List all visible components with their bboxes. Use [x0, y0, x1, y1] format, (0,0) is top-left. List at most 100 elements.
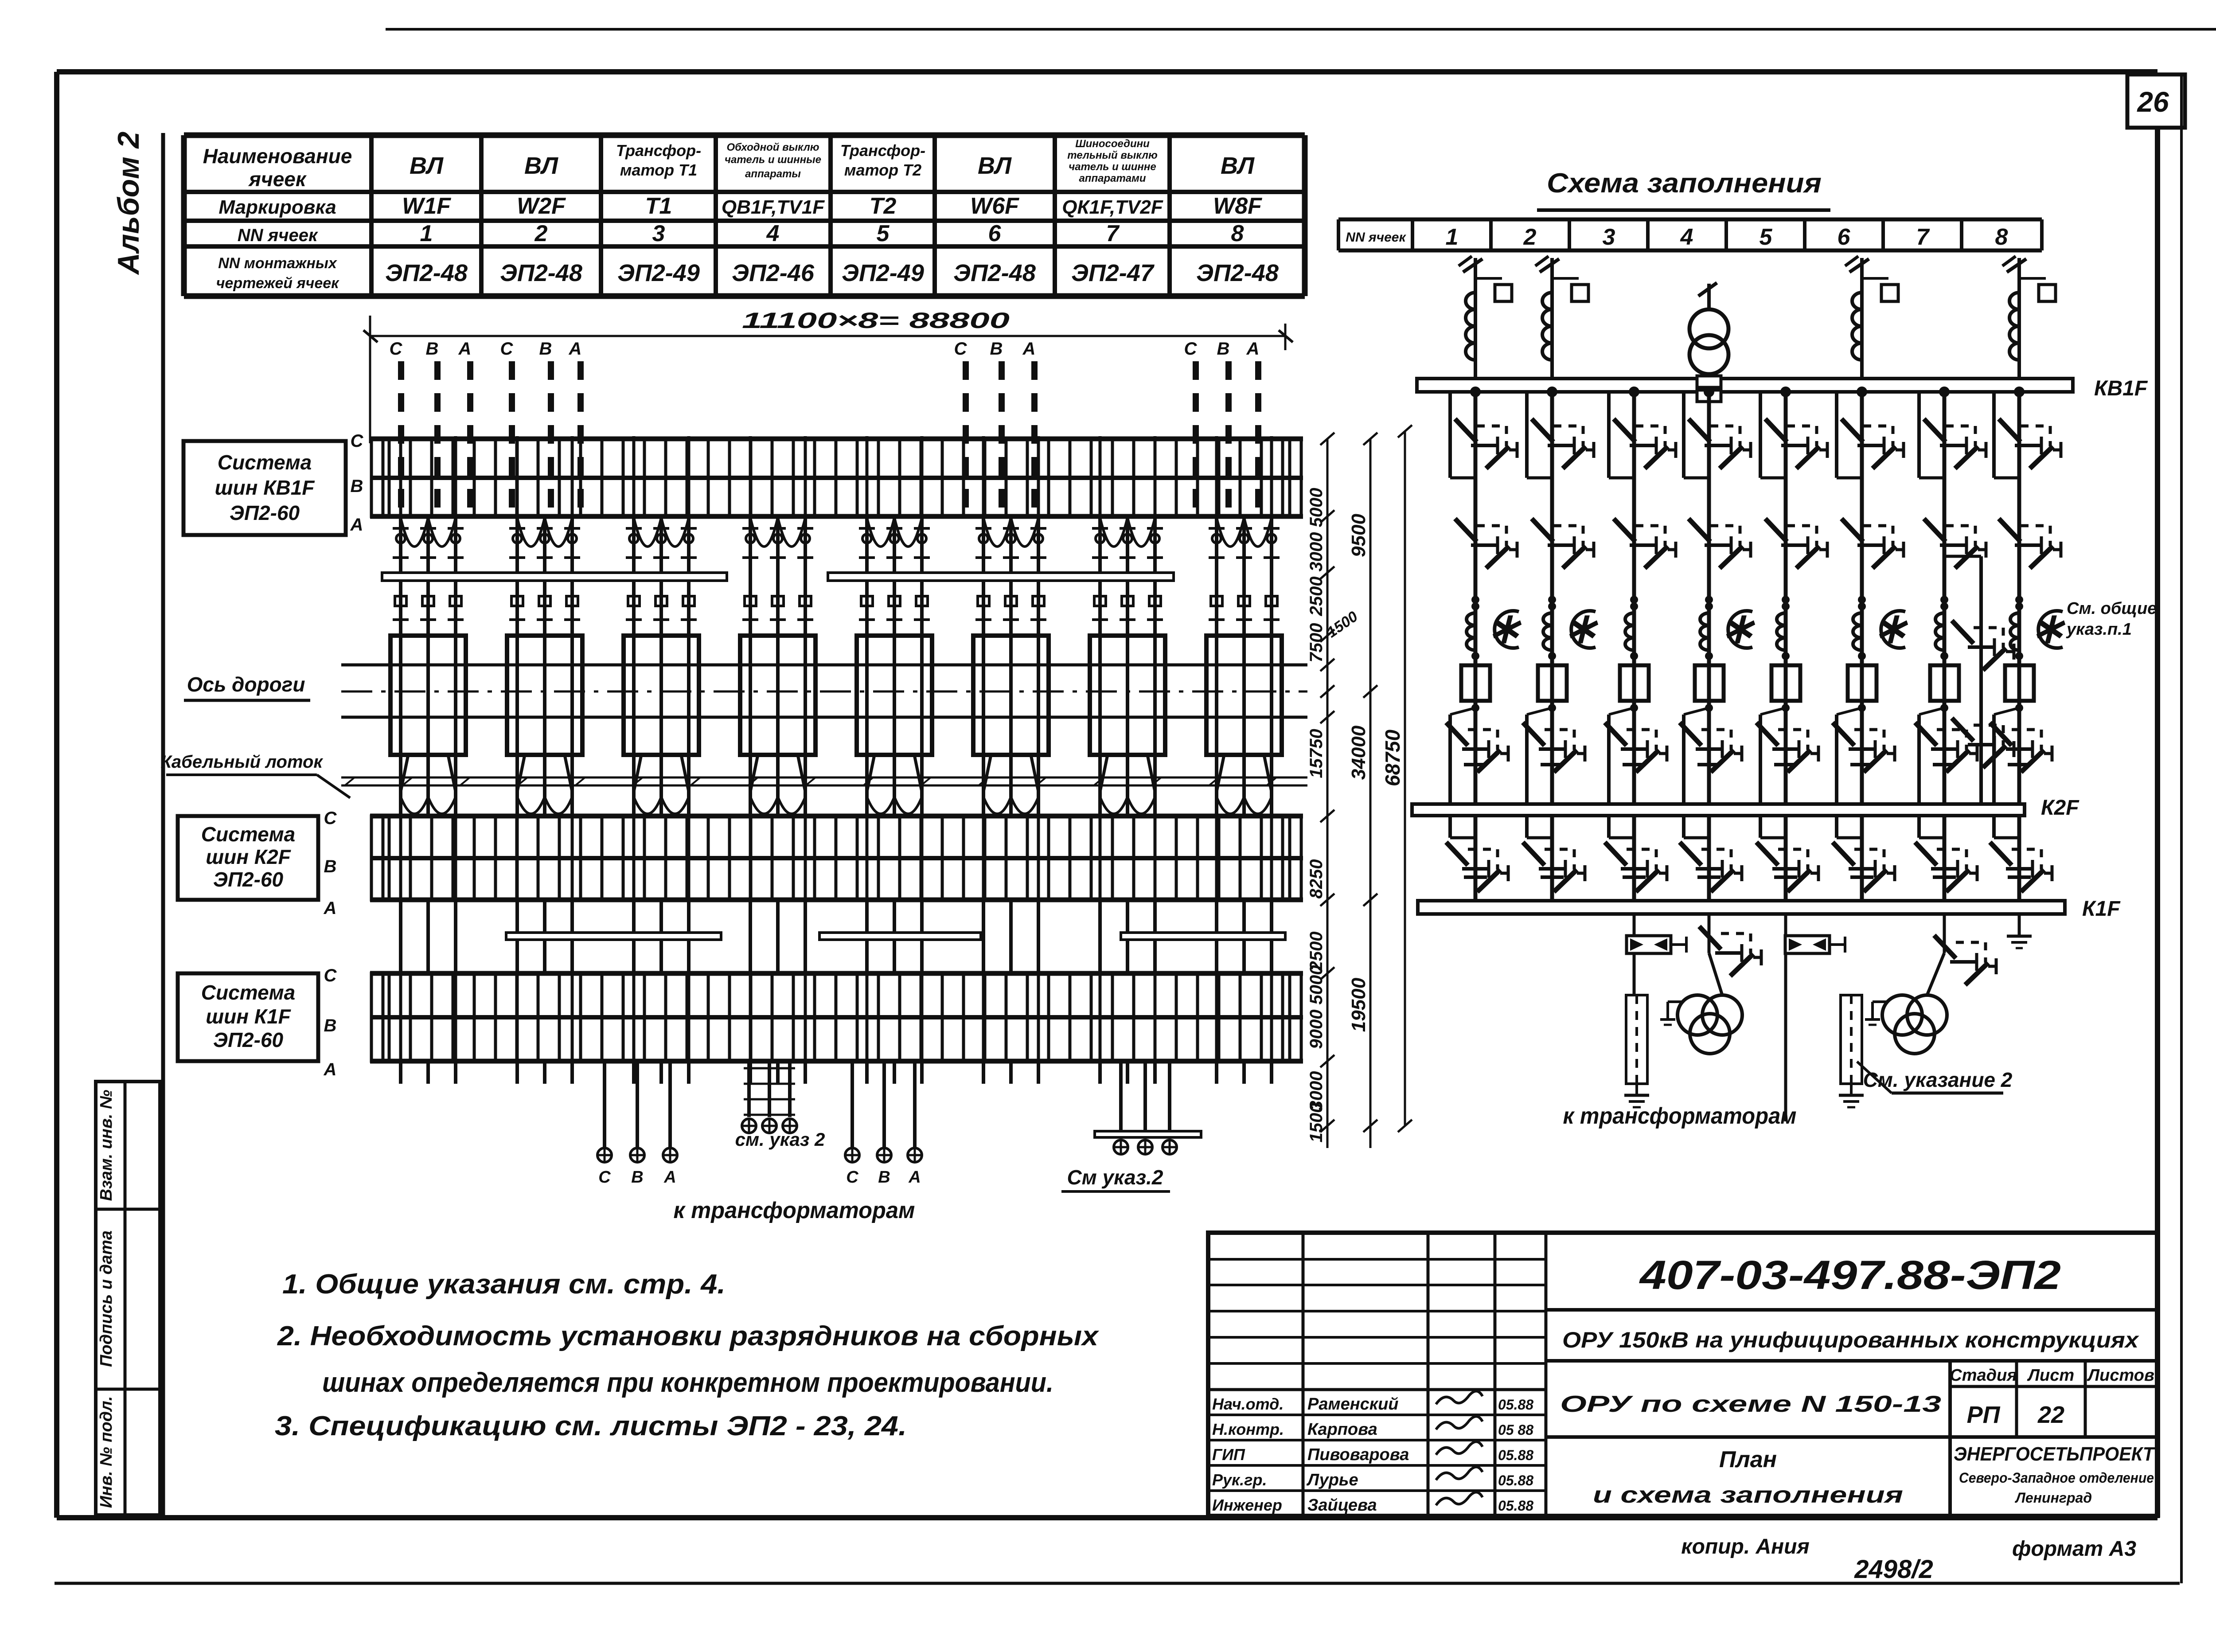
svg-text:В: В — [426, 339, 439, 359]
svg-text:68750: 68750 — [1381, 730, 1404, 786]
svg-text:NN ячеек: NN ячеек — [238, 226, 318, 245]
svg-text:В: В — [878, 1168, 890, 1187]
svg-text:указ.п.1: указ.п.1 — [2066, 620, 2132, 639]
svg-text:8: 8 — [1231, 221, 1244, 246]
svg-text:3000: 3000 — [1307, 1071, 1326, 1111]
svg-text:С: С — [351, 431, 364, 451]
svg-text:В: В — [1217, 339, 1230, 359]
svg-text:А: А — [1022, 339, 1036, 359]
svg-text:и схема заполнения: и схема заполнения — [1593, 1482, 1903, 1508]
svg-text:3. Спецификацию см. листы: 3. Спецификацию см. листы ЭП2 - 23, 24. — [275, 1411, 907, 1441]
svg-text:Ось дороги: Ось дороги — [187, 673, 305, 696]
svg-text:15750: 15750 — [1307, 729, 1326, 778]
svg-text:шин К1F: шин К1F — [206, 1005, 291, 1028]
svg-text:Стадия: Стадия — [1950, 1366, 2017, 1385]
svg-text:34000: 34000 — [1348, 725, 1369, 780]
svg-text:05 88: 05 88 — [1498, 1422, 1533, 1438]
svg-text:W2F: W2F — [517, 193, 566, 219]
svg-text:Т1: Т1 — [645, 193, 672, 219]
svg-text:А: А — [908, 1168, 921, 1187]
svg-text:А: А — [569, 339, 582, 359]
svg-text:3: 3 — [652, 221, 665, 246]
svg-text:2498/2: 2498/2 — [1854, 1555, 1933, 1584]
svg-text:шинах определяется при конк: шинах определяется при конкретном проект… — [322, 1367, 1053, 1398]
svg-text:6: 6 — [988, 221, 1002, 246]
svg-text:W1F: W1F — [402, 193, 451, 219]
svg-text:QB1F,ТV1F: QB1F,ТV1F — [722, 196, 825, 218]
svg-text:ЭП2-60: ЭП2-60 — [230, 501, 300, 524]
svg-text:Альбом 2: Альбом 2 — [112, 132, 145, 276]
svg-text:3: 3 — [1603, 224, 1615, 250]
svg-text:ЭП2-49: ЭП2-49 — [617, 260, 700, 286]
svg-text:В: В — [324, 1016, 337, 1035]
svg-text:Маркировка: Маркировка — [218, 196, 336, 218]
svg-text:тельный выклю: тельный выклю — [1067, 149, 1158, 161]
svg-text:ЭП2-48: ЭП2-48 — [385, 260, 468, 286]
svg-text:Обходной выклю: Обходной выклю — [726, 141, 819, 153]
svg-text:Рук.гр.: Рук.гр. — [1212, 1471, 1267, 1489]
svg-text:Н.контр.: Н.контр. — [1212, 1420, 1284, 1438]
svg-text:ВЛ: ВЛ — [410, 152, 444, 179]
svg-text:План: План — [1719, 1447, 1777, 1472]
svg-text:26: 26 — [2137, 86, 2169, 118]
svg-text:9500: 9500 — [1348, 514, 1369, 557]
svg-text:Карпова: Карпова — [1307, 1420, 1377, 1439]
svg-text:ВЛ: ВЛ — [1221, 152, 1255, 179]
svg-text:7500: 7500 — [1307, 623, 1326, 663]
svg-text:4: 4 — [766, 221, 780, 246]
svg-text:шин КВ1F: шин КВ1F — [215, 476, 316, 499]
svg-text:Взам. инв. №: Взам. инв. № — [97, 1090, 116, 1201]
svg-text:См указ.2: См указ.2 — [1067, 1166, 1163, 1189]
svg-text:9000: 9000 — [1307, 1010, 1326, 1049]
svg-text:В: В — [324, 857, 337, 876]
svg-text:ЭП2-60: ЭП2-60 — [213, 1028, 284, 1051]
svg-text:11100×8= 88800: 11100×8= 88800 — [742, 308, 1010, 333]
svg-text:матор Т1: матор Т1 — [620, 161, 697, 179]
svg-text:аппаратами: аппаратами — [1079, 172, 1146, 184]
svg-text:Пивоварова: Пивоварова — [1307, 1445, 1409, 1464]
svg-text:В: В — [990, 339, 1003, 359]
svg-text:NN монтажных: NN монтажных — [218, 255, 338, 272]
svg-text:8: 8 — [1995, 224, 2008, 250]
svg-text:2: 2 — [1523, 224, 1537, 250]
svg-text:Северо-Западное отделение: Северо-Западное отделение — [1959, 1470, 2154, 1486]
svg-text:С: С — [500, 339, 514, 359]
svg-text:QК1F,ТV2F: QК1F,ТV2F — [1062, 196, 1163, 218]
svg-text:С: С — [1184, 339, 1198, 359]
svg-text:ЭП2-60: ЭП2-60 — [213, 868, 284, 891]
svg-text:407-03-497.88-ЭП2: 407-03-497.88-ЭП2 — [1639, 1253, 2061, 1298]
svg-text:см. указ 2: см. указ 2 — [735, 1129, 825, 1150]
svg-text:1500: 1500 — [1307, 1103, 1326, 1143]
svg-text:ОРУ 150кВ на унифицированных: ОРУ 150кВ на унифицированных конструкция… — [1562, 1328, 2139, 1352]
svg-text:ОРУ по схеме N 150-13: ОРУ по схеме N 150-13 — [1560, 1391, 1941, 1417]
svg-text:Инв. № подл.: Инв. № подл. — [97, 1396, 116, 1508]
svg-text:NN ячеек: NN ячеек — [1346, 230, 1406, 245]
svg-text:Трансфор-: Трансфор- — [616, 141, 701, 160]
svg-text:Ленинград: Ленинград — [2015, 1490, 2092, 1506]
svg-text:3000: 3000 — [1307, 532, 1326, 572]
svg-text:8250: 8250 — [1307, 859, 1326, 899]
svg-text:В: В — [351, 476, 363, 496]
svg-text:С: С — [846, 1168, 858, 1187]
svg-text:ЭП2-46: ЭП2-46 — [732, 260, 815, 286]
svg-text:Т2: Т2 — [870, 193, 897, 219]
svg-text:∗: ∗ — [1563, 605, 1599, 652]
svg-text:5000: 5000 — [1307, 965, 1326, 1005]
svg-text:А: А — [1246, 339, 1260, 359]
svg-text:чатель и шинне: чатель и шинне — [1069, 161, 1156, 173]
svg-text:Кабельный лоток: Кабельный лоток — [160, 752, 323, 772]
svg-text:формат А3: формат А3 — [2012, 1537, 2136, 1561]
svg-text:∗: ∗ — [2030, 605, 2066, 652]
svg-text:5000: 5000 — [1307, 488, 1326, 527]
svg-text:В: В — [631, 1168, 643, 1187]
svg-text:А: А — [350, 515, 363, 535]
svg-text:ВЛ: ВЛ — [524, 152, 559, 179]
svg-text:Зайцева: Зайцева — [1307, 1496, 1377, 1515]
svg-text:19500: 19500 — [1348, 977, 1369, 1032]
svg-text:2: 2 — [534, 221, 548, 246]
svg-text:5: 5 — [1760, 224, 1773, 250]
svg-text:К2F: К2F — [2041, 796, 2079, 820]
svg-text:1. Общие указания см. стр.: 1. Общие указания см. стр. 4. — [282, 1269, 726, 1300]
svg-text:Раменский: Раменский — [1307, 1395, 1399, 1414]
svg-text:Шиносоедини: Шиносоедини — [1075, 138, 1150, 150]
